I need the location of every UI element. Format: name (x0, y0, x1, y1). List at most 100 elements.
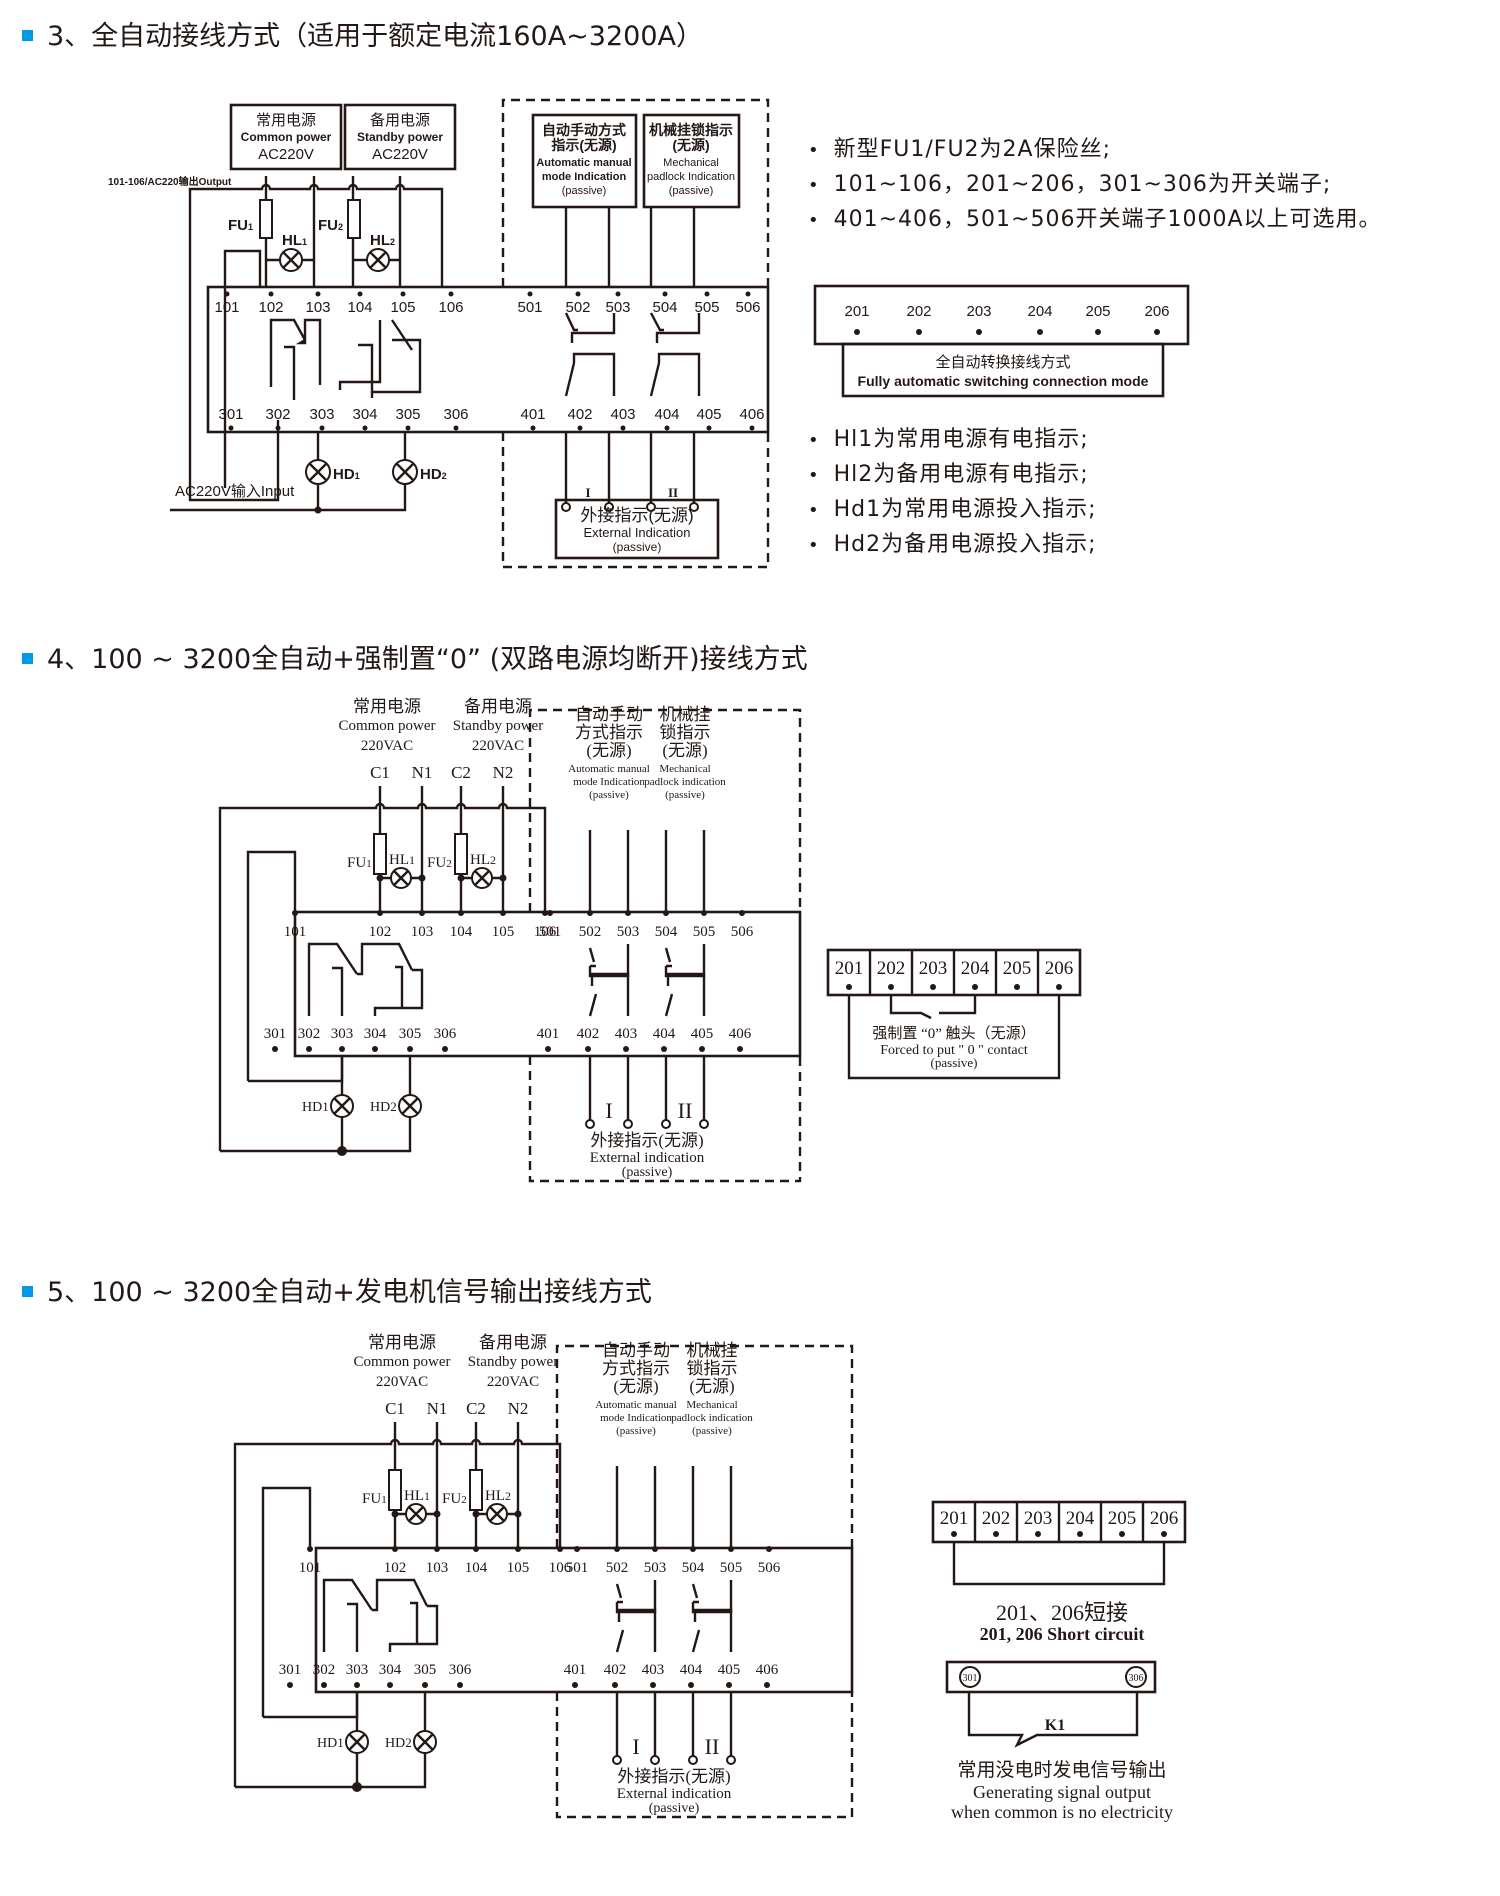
junction-dot (376, 874, 384, 882)
terminal-dot (545, 1046, 551, 1052)
external-zh: 外接指示(无源) (580, 506, 693, 525)
external-ii-label: II (678, 1098, 693, 1123)
padlock-zh2: (无源) (672, 137, 709, 153)
external-terminal (650, 1755, 660, 1765)
terminal-dot (307, 1546, 313, 1552)
hl1-label: HL1 (404, 1488, 430, 1504)
heading-bullet-icon (22, 1286, 33, 1297)
aux-caption-zh: 强制置 “0” 触头（无源） (872, 1025, 1035, 1042)
terminal-dot (706, 425, 712, 431)
terminal-dot (407, 1046, 413, 1052)
external-zh: 外接指示(无源) (590, 1131, 703, 1150)
external-wires (564, 432, 696, 503)
lamp-cross (408, 1506, 424, 1522)
notes-list-a: 新型FU1/FU2为2A保险丝; 101~106，201~206，301~306… (808, 132, 1382, 237)
note-item: 101~106，201~206，301~306为开关端子; (808, 167, 1382, 202)
terminal-label: 105 (390, 299, 415, 316)
padlock-en2: padlock Indication (647, 171, 735, 183)
hl2-text: HL (485, 1488, 505, 1504)
section-3-heading: 3、全自动接线方式（适用于额定电流160A~3200A） (22, 14, 703, 53)
fu1-label: FU1 (347, 855, 372, 871)
standby-power-volt: 220VAC (487, 1374, 539, 1390)
aux-terminal-dot (1154, 329, 1160, 335)
terminal-dot (357, 291, 363, 297)
terminal-dot (620, 425, 626, 431)
common-power-zh: 常用电源 (256, 112, 316, 129)
auto-manual-en3: (passive) (562, 185, 607, 197)
aux-caption-en: Forced to put " 0 " contact (880, 1043, 1028, 1058)
terminal-dot (448, 291, 454, 297)
auto-manual-zh1: 自动手动方式 (542, 122, 626, 138)
terminal-dot (690, 1546, 696, 1552)
lamp-hd2-icon (392, 459, 418, 485)
padlock-en2: padlock indication (644, 776, 726, 788)
junction-dot (457, 874, 465, 882)
input-label: AC220V输入Input (175, 483, 295, 500)
terminal-dot (766, 1546, 772, 1552)
terminal-label: 505 (720, 1560, 743, 1576)
terminal-dot (612, 1682, 618, 1688)
lamp-cross (333, 1097, 351, 1115)
aux-terminal-dot (1037, 329, 1043, 335)
terminal-dot (315, 291, 321, 297)
main-contact-2 (338, 319, 422, 398)
terminal-dot (354, 1682, 360, 1688)
aux-terminal-dot (846, 984, 852, 990)
auto-manual-zh2: 指示(无源) (551, 137, 616, 153)
padlock-en1: Mechanical (659, 763, 710, 775)
note-item: 新型FU1/FU2为2A保险丝; (808, 132, 1382, 167)
terminal-label: 101 (299, 1560, 322, 1576)
hd2-text: HD (370, 1100, 390, 1115)
aux-terminal-label: 203 (966, 303, 991, 320)
inner-loop-wire (261, 1486, 312, 1717)
lamp-hl1-icon (405, 1503, 427, 1525)
padlock-en3: (passive) (665, 789, 705, 801)
aux-terminal-label: 201 (940, 1508, 969, 1529)
aux-terminal-block (813, 284, 1190, 346)
aux-terminal-dot (854, 329, 860, 335)
terminal-dot (625, 910, 631, 916)
aux-caption-en: Fully automatic switching connection mod… (858, 373, 1149, 389)
fu2-sub: 2 (446, 858, 452, 870)
fuse-1-icon (373, 833, 387, 875)
terminal-label: 104 (347, 299, 372, 316)
terminal-dot (557, 1546, 563, 1552)
section-5-title: 5、100 ~ 3200全自动+发电机信号输出接线方式 (47, 1277, 652, 1308)
phase-label: C2 (451, 763, 471, 782)
common-power-box (229, 103, 343, 171)
terminal-label: 306 (449, 1662, 472, 1678)
terminal-dot (577, 425, 583, 431)
terminal-label: 506 (731, 924, 754, 940)
hd1-text: HD (317, 1736, 337, 1751)
aux-terminal-label: 201 (835, 958, 864, 979)
k1-contact (967, 1692, 1139, 1748)
lamp-hl1-icon (279, 248, 303, 272)
main-contact-1 (269, 318, 322, 400)
auto-manual-en1: Automatic manual (595, 1399, 677, 1411)
aux-terminal-label: 206 (1045, 958, 1074, 979)
aux-loop-wire (847, 995, 1061, 1080)
hl2-sub: 2 (490, 853, 496, 867)
terminal-label: 406 (756, 1662, 779, 1678)
output-loop-wire (188, 183, 444, 460)
terminal-dot (574, 1546, 580, 1552)
aux-terminal-dot (930, 984, 936, 990)
standby-power-en: Standby power (357, 130, 443, 144)
junction-dot (391, 1510, 399, 1518)
terminal-label: 305 (399, 1026, 422, 1042)
aux-terminal-dot (888, 984, 894, 990)
force-zero-contact (889, 995, 977, 1020)
aux-contact-504-505 (691, 1580, 733, 1614)
terminal-label: 505 (693, 924, 716, 940)
standby-power-zh: 备用电源 (370, 112, 430, 129)
hl1-sub: 1 (424, 1489, 430, 1503)
terminal-dot (287, 1682, 293, 1688)
hl1-text: HL (389, 852, 409, 868)
external-terminal (561, 502, 571, 512)
external-en: External Indication (584, 525, 691, 540)
terminal-dot (650, 1682, 656, 1688)
terminal-label: 101 (214, 299, 239, 316)
aux-contact-404-405 (691, 1608, 733, 1653)
terminal-label: 404 (653, 1026, 676, 1042)
